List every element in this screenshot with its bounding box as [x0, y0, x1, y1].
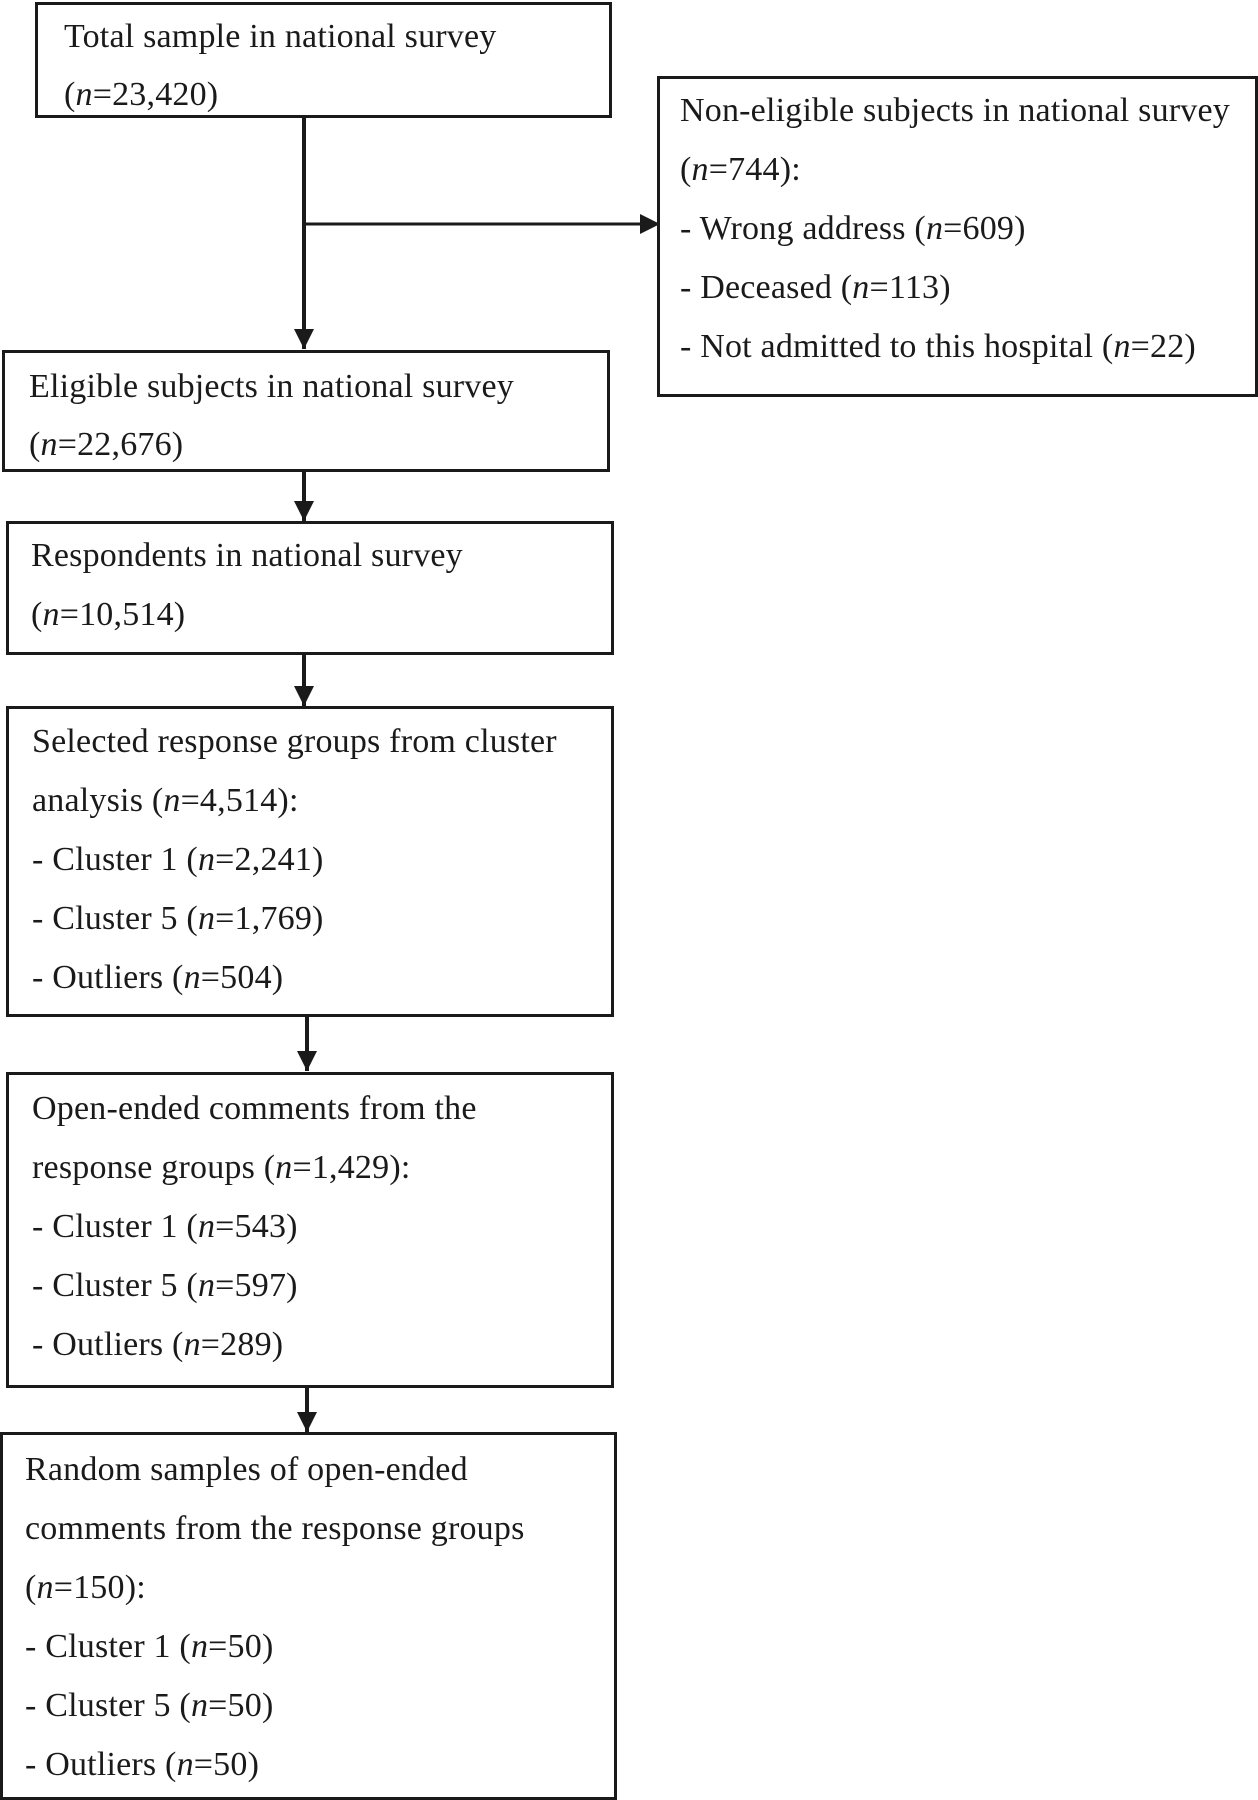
selected-groups-item-outliers: - Outliers (n=504) [32, 959, 284, 996]
random-samples-item-cluster5: - Cluster 5 (n=50) [25, 1687, 274, 1724]
eligible-title: Eligible subjects in national survey [29, 368, 514, 405]
random-samples-title-line2: comments from the response groups [25, 1510, 525, 1547]
selected-groups-count: analysis (n=4,514): [32, 782, 299, 819]
total-sample-title: Total sample in national survey [64, 18, 497, 55]
non-eligible-item-deceased: - Deceased (n=113) [680, 269, 951, 306]
arrowhead-respondents [294, 501, 314, 521]
random-samples-box: Random samples of open-ended comments fr… [0, 1432, 617, 1800]
random-samples-title-line1: Random samples of open-ended [25, 1451, 468, 1488]
random-samples-item-cluster1: - Cluster 1 (n=50) [25, 1628, 274, 1665]
non-eligible-count: (n=744): [680, 151, 801, 188]
respondents-count: (n=10,514) [31, 596, 186, 633]
non-eligible-item-wrong-address: - Wrong address (n=609) [680, 210, 1026, 247]
respondents-box: Respondents in national survey (n=10,514… [6, 521, 614, 655]
open-ended-title: Open-ended comments from the [32, 1090, 477, 1127]
non-eligible-title: Non-eligible subjects in national survey [680, 92, 1230, 129]
arrowhead-random [297, 1412, 317, 1432]
total-sample-box: Total sample in national survey (n=23,42… [35, 2, 612, 118]
eligible-count: (n=22,676) [29, 426, 184, 463]
non-eligible-item-not-admitted: - Not admitted to this hospital (n=22) [680, 328, 1196, 365]
open-ended-count: response groups (n=1,429): [32, 1149, 411, 1186]
selected-groups-item-cluster5: - Cluster 5 (n=1,769) [32, 900, 324, 937]
respondents-title: Respondents in national survey [31, 537, 463, 574]
arrowhead-noneligible [640, 214, 660, 234]
total-sample-count: (n=23,420) [64, 76, 219, 113]
random-samples-item-outliers: - Outliers (n=50) [25, 1746, 260, 1783]
random-samples-count: (n=150): [25, 1569, 146, 1606]
selected-groups-title: Selected response groups from cluster [32, 723, 557, 760]
selected-groups-item-cluster1: - Cluster 1 (n=2,241) [32, 841, 324, 878]
arrowhead-openended [297, 1051, 317, 1071]
open-ended-item-cluster5: - Cluster 5 (n=597) [32, 1267, 298, 1304]
arrowhead-selected [294, 686, 314, 706]
open-ended-item-cluster1: - Cluster 1 (n=543) [32, 1208, 298, 1245]
open-ended-item-outliers: - Outliers (n=289) [32, 1326, 284, 1363]
non-eligible-box: Non-eligible subjects in national survey… [657, 76, 1258, 397]
eligible-box: Eligible subjects in national survey (n=… [2, 350, 610, 472]
selected-groups-box: Selected response groups from cluster an… [6, 706, 614, 1017]
open-ended-box: Open-ended comments from the response gr… [6, 1072, 614, 1388]
arrowhead-eligible [294, 329, 314, 349]
